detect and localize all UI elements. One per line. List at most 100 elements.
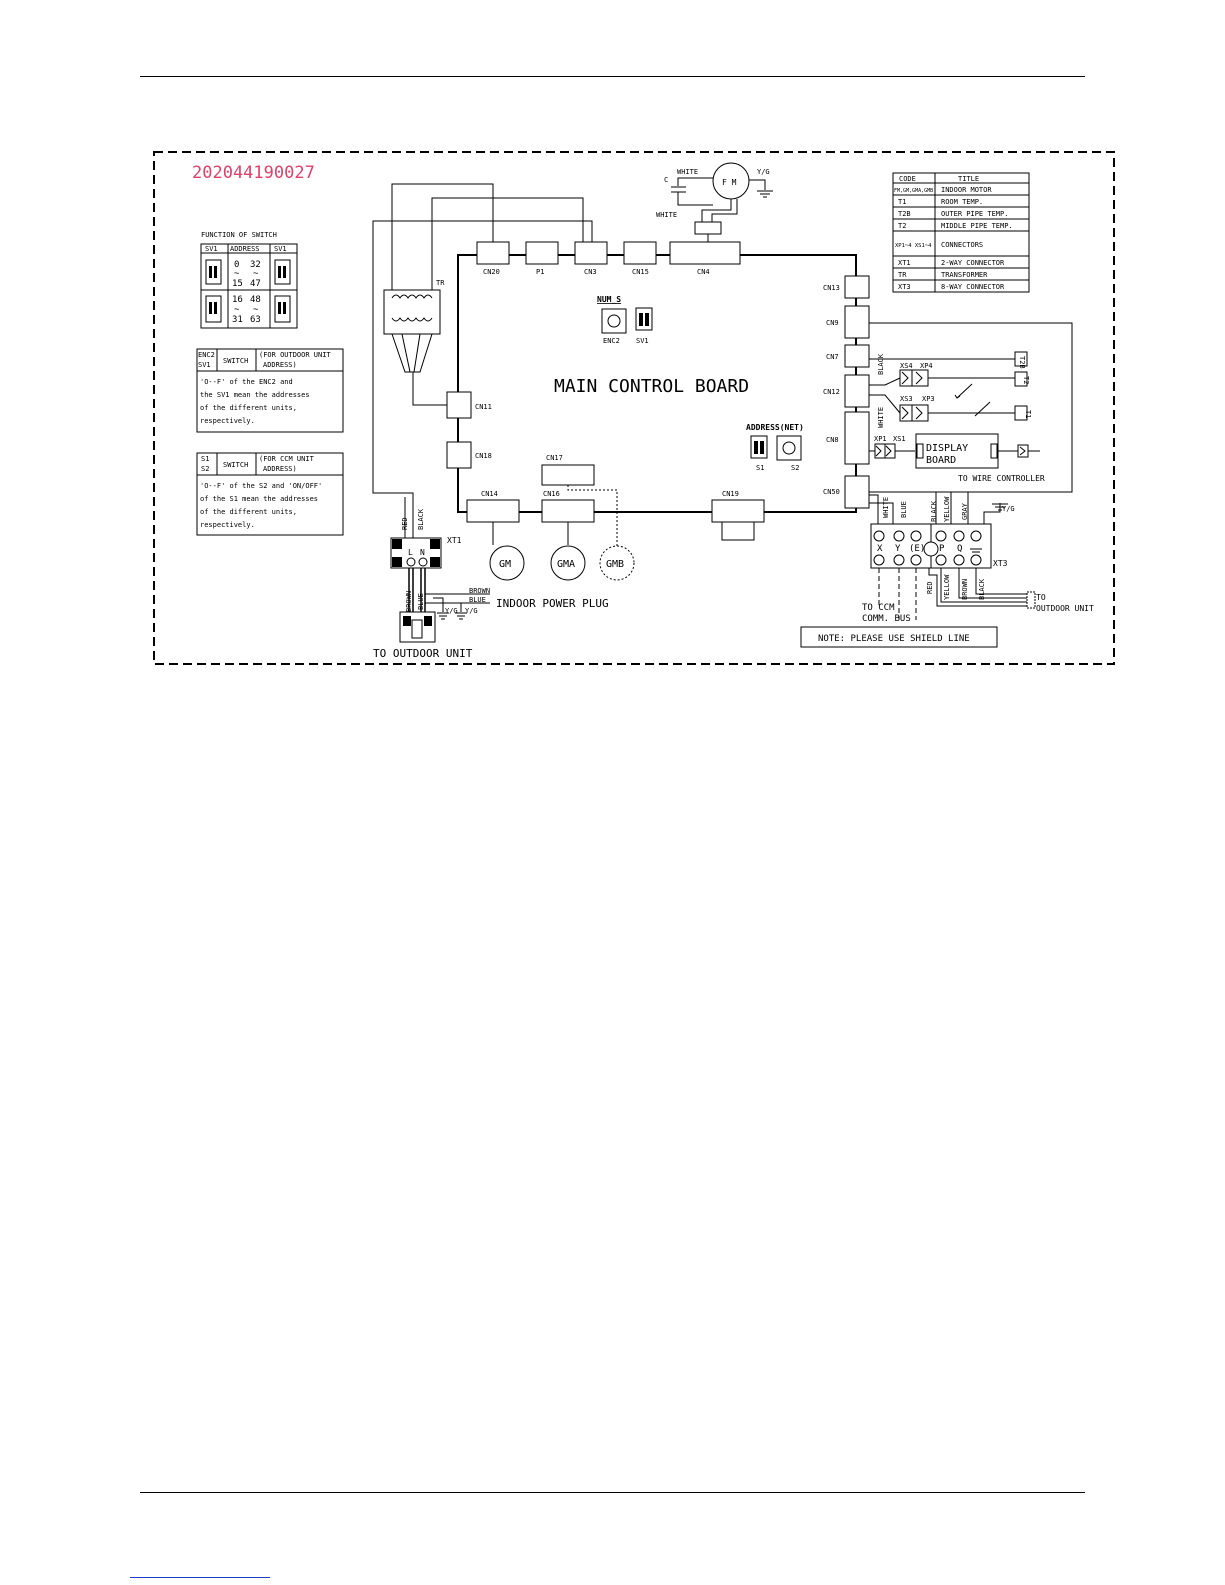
diagram-frame [153, 151, 1115, 665]
enc2-note-line1: 'O--F' of the ENC2 and [200, 378, 293, 386]
label-p1: P1 [536, 268, 544, 276]
sensor-t2-bulb [1014, 371, 1028, 387]
display-label-1: DISPLAY [926, 443, 968, 454]
sf-r2-c: 48 [250, 295, 261, 305]
motors: GM GMA GMB [489, 485, 635, 581]
label-address-net: ADDRESS(NET) [746, 423, 804, 432]
label-gma: GMA [557, 559, 575, 570]
ccm-line2: COMM. BUS [862, 614, 911, 624]
enc2-note-line4: respectively. [200, 417, 255, 425]
xt3-bottom-black: BLACK [978, 578, 986, 600]
s1-note-line4: respectively. [200, 521, 255, 529]
xt3-top-black: BLACK [930, 500, 938, 522]
sf-switch-2 [274, 259, 291, 285]
xt3-terminal-p: P [939, 544, 945, 554]
footer-rule [140, 1492, 1085, 1493]
s1-note-line1: 'O--F' of the S2 and 'ON/OFF' [200, 482, 322, 490]
enc2-note-code2: SV1 [198, 361, 211, 369]
connector-cn11 [446, 391, 472, 419]
label-cn14: CN14 [481, 490, 498, 498]
legend-title-5: 2-WAY CONNECTOR [941, 259, 1005, 267]
label-cn19: CN19 [722, 490, 739, 498]
label-cn9: CN9 [826, 319, 839, 327]
label-white: WHITE [877, 407, 885, 428]
fan-wire-white-top: WHITE [677, 168, 698, 176]
legend-title-1: ROOM TEMP. [941, 198, 983, 206]
label-xs3: XS3 [900, 395, 913, 403]
label-cn16: CN16 [543, 490, 560, 498]
sf-r1-d: 47 [250, 279, 261, 289]
label-xp3: XP3 [922, 395, 935, 403]
xt3-terminal-y: Y [895, 544, 901, 554]
label-num-s: NUM_S [597, 295, 621, 304]
xp3-connector [911, 404, 929, 422]
transformer-group: TR [372, 183, 593, 538]
xt3-terminal-e: (E) [909, 544, 925, 554]
ccm-line1: TO CCM [862, 603, 895, 613]
motor-gmb [599, 545, 635, 581]
legend-code-7: XT3 [898, 283, 911, 291]
xt3-terminal-block: WHITE BLUE BLACK YELLOW GRAY Y/G X Y (E)… [862, 491, 1094, 624]
connector-cn19-plug [721, 521, 755, 541]
sf-r2-b: 31 [232, 315, 243, 325]
sf-switch-4 [274, 295, 291, 323]
power-brown: BROWN [469, 587, 490, 595]
s1-note-box: S1 S2 SWITCH (FOR CCM UNIT ADDRESS) 'O--… [196, 452, 344, 536]
note-box [800, 626, 998, 648]
xt1-brown: BROWN [405, 591, 413, 612]
legend-table: CODE TITLE FM,GM,GMA,GMB INDOOR MOTOR T1… [892, 172, 1030, 293]
s2-switch [776, 435, 802, 461]
enc2-note-line3: of the different units, [200, 404, 297, 412]
s1-note-switch: SWITCH [223, 461, 248, 469]
s1-switch [750, 435, 768, 459]
label-s1: S1 [756, 464, 764, 472]
label-to-wire-controller: TO WIRE CONTROLLER [958, 474, 1045, 483]
sf-r2-tilde-b: ~ [253, 305, 259, 315]
outdoor-right-line1: TO [1036, 593, 1046, 602]
label-black: BLACK [877, 353, 885, 375]
enc2-note-code1: ENC2 [198, 351, 215, 359]
sensor-t2b-bulb [1014, 351, 1028, 367]
display-board-group: XP1 XS1 DISPLAY BOARD TO WIRE CONTROLLER [869, 433, 1045, 483]
enc2-note-switch: SWITCH [223, 357, 248, 365]
sf-r1-b: 15 [232, 279, 243, 289]
fan-cap-label: C [664, 176, 668, 184]
xt1-l: L [408, 548, 413, 557]
header-rule [140, 76, 1085, 77]
power-outdoor-label: TO OUTDOOR UNIT [373, 647, 473, 660]
xt1-name: XT1 [447, 536, 462, 545]
xt1-black: BLACK [417, 508, 425, 530]
label-enc2: ENC2 [603, 337, 620, 345]
connector-cn18 [446, 441, 472, 469]
label-xp1: XP1 [874, 435, 887, 443]
legend-title-6: TRANSFORMER [941, 271, 988, 279]
xt3-top-gray: GRAY [961, 502, 969, 520]
sf-header-sv1-right: SV1 [274, 245, 287, 253]
enc2-note-desc1: (FOR OUTDOOR UNIT [259, 351, 331, 359]
s1-note-line2: of the S1 mean the addresses [200, 495, 318, 503]
legend-title-0: INDOOR MOTOR [941, 186, 992, 194]
power-yg-2: Y/G [465, 607, 478, 615]
label-cn17: CN17 [546, 454, 563, 462]
outdoor-right-line2: OUTDOOR UNIT [1036, 604, 1094, 613]
display-board [915, 433, 999, 469]
s1-note-code1: S1 [201, 455, 209, 463]
s1-note-desc2: ADDRESS) [263, 465, 297, 473]
sf-header-sv1-left: SV1 [205, 245, 218, 253]
sv1-switch [635, 307, 653, 331]
sf-r2-d: 63 [250, 315, 261, 325]
xt1-n: N [420, 548, 425, 557]
legend-title-4: CONNECTORS [941, 241, 983, 249]
xt3-top-yellow: YELLOW [943, 496, 951, 522]
s1-note-code2: S2 [201, 465, 209, 473]
label-t1: T1 [1024, 410, 1032, 418]
fan-wire-white-bottom: WHITE [656, 211, 677, 219]
label-cn50: CN50 [823, 488, 840, 496]
label-cn11: CN11 [475, 403, 492, 411]
enc2-note-line2: the SV1 mean the addresses [200, 391, 310, 399]
label-tr: TR [436, 279, 445, 287]
label-cn8: CN8 [826, 436, 839, 444]
s2-dial [782, 441, 796, 455]
xt3-terminal-q: Q [957, 544, 962, 554]
xt3-bottom-brown: BROWN [961, 579, 969, 600]
